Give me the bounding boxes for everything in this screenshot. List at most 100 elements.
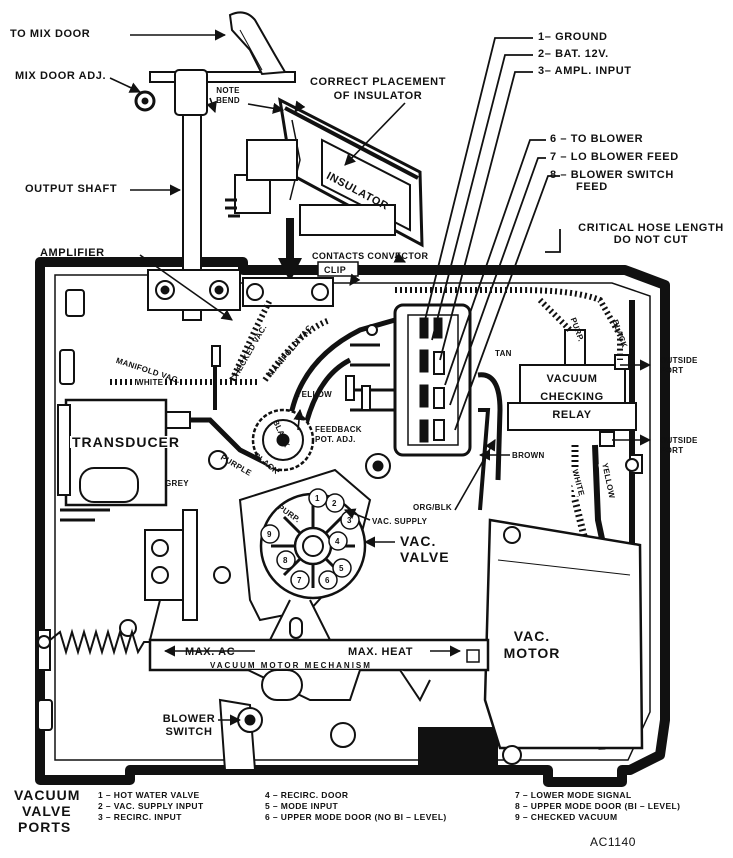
note-bend-line-2: BEND — [216, 96, 240, 105]
label-grey: GREY — [165, 479, 189, 488]
outside-port-1-line-2: PORT — [660, 366, 684, 375]
label-note-bend: NOTE BEND — [210, 86, 246, 106]
label-bat: 2– BAT. 12V. — [538, 48, 609, 60]
label-contacts-convector: CONTACTS CONVECTOR — [312, 251, 429, 261]
label-correct-placement: CORRECT PLACEMENT OF INSULATOR — [308, 75, 448, 103]
legend-item: 1 – HOT WATER VALVE — [98, 790, 200, 800]
label-blower-switch: BLOWER SWITCH — [160, 713, 218, 739]
label-to-mix-door: TO MIX DOOR — [10, 28, 91, 40]
outside-port-2-line-1: OUTSIDE — [660, 436, 698, 445]
feedback-pot-line-1: FEEDBACK — [315, 425, 362, 434]
label-max-heat: MAX. HEAT — [348, 646, 414, 658]
legend-column-2: 4 – RECIRC. DOOR 5 – MODE INPUT 6 – UPPE… — [265, 790, 447, 823]
connector-leaders — [424, 37, 561, 431]
label-output-shaft: OUTPUT SHAFT — [25, 183, 118, 195]
critical-hose-line-2: DO NOT CUT — [613, 234, 689, 246]
label-vacuum-valve-ports: VACUUM VALVE PORTS — [14, 787, 80, 835]
blower-switch-line-1: BLOWER — [162, 713, 216, 725]
insulator-assembly — [225, 97, 424, 248]
legend-item: 9 – CHECKED VACUUM — [515, 812, 618, 822]
blower-switch-feed-line-1: 8 – BLOWER SWITCH — [550, 169, 674, 181]
vacuum-motor-mechanism — [148, 599, 490, 748]
port-number-4: 4 — [335, 537, 340, 546]
label-to-blower: 6 – TO BLOWER — [550, 133, 644, 145]
port-number-8: 8 — [283, 556, 288, 565]
figure-code: AC1140 — [590, 835, 637, 849]
label-ground: 1– GROUND — [538, 31, 608, 43]
critical-hose-line-1: CRITICAL HOSE LENGTH — [578, 222, 724, 234]
label-max-ac: MAX. AC — [185, 646, 236, 658]
amplifier — [147, 269, 334, 311]
label-tan: TAN — [495, 349, 512, 358]
legend-item: 5 – MODE INPUT — [265, 801, 339, 811]
feedback-pot-line-2: POT. ADJ. — [315, 435, 356, 444]
vac-valve-line-1: VAC. — [400, 533, 437, 549]
label-vac-valve: VAC. VALVE — [400, 533, 450, 565]
relay-line-3: RELAY — [552, 409, 592, 421]
transducer — [57, 398, 168, 522]
legend-column-3: 7 – LOWER MODE SIGNAL 8 – UPPER MODE DOO… — [515, 790, 680, 823]
relay-line-2: CHECKING — [540, 391, 604, 403]
label-lo-blower: 7 – LO BLOWER FEED — [550, 151, 679, 163]
connector-block — [393, 303, 472, 457]
port-number-9: 9 — [267, 530, 272, 539]
label-vacuum-checking-relay: VACUUM CHECKING RELAY — [522, 370, 622, 424]
label-vacuum-motor-mechanism: VACUUM MOTOR MECHANISM — [210, 661, 372, 670]
mounting-bracket — [119, 509, 231, 637]
port-number-2: 2 — [332, 499, 337, 508]
port-number-5: 5 — [339, 564, 344, 573]
legend-item: 4 – RECIRC. DOOR — [265, 790, 349, 800]
label-white-1: WHITE — [136, 377, 164, 389]
vacuum-checking-relay — [507, 329, 637, 447]
port-number-1: 1 — [315, 494, 320, 503]
blower-switch-feed-line-2: FEED — [576, 181, 608, 193]
legend-column-1: 1 – HOT WATER VALVE 2 – VAC. SUPPLY INPU… — [98, 790, 204, 823]
legend-item: 6 – UPPER MODE DOOR (NO BI – LEVEL) — [265, 812, 447, 822]
output-shaft — [134, 11, 296, 321]
label-ampl-input: 3– AMPL. INPUT — [538, 65, 632, 77]
vac-motor — [483, 458, 644, 765]
vac-valve-line-2: VALVE — [400, 549, 450, 565]
vvp-line-1: VACUUM — [14, 787, 81, 803]
outside-port-2-line-2: PORT — [660, 446, 684, 455]
label-outside-port-2: OUTSIDE PORT — [660, 436, 698, 456]
correct-placement-line-1: CORRECT PLACEMENT — [309, 76, 447, 88]
spring — [37, 628, 150, 656]
label-brown: BROWN — [512, 451, 545, 460]
label-yellow: YELLOW — [296, 390, 333, 399]
legend-item: 8 – UPPER MODE DOOR (BI – LEVEL) — [515, 801, 681, 811]
label-feedback-pot: FEEDBACK POT. ADJ. — [315, 425, 362, 445]
vac-motor-line-1: VAC. — [513, 628, 551, 644]
label-amplifier: AMPLIFIER — [40, 247, 105, 259]
legend-item: 2 – VAC. SUPPLY INPUT — [98, 801, 204, 811]
label-blower-switch-feed: 8 – BLOWER SWITCH FEED — [550, 169, 674, 193]
legend-item: 3 – RECIRC. INPUT — [98, 812, 182, 822]
blower-switch — [218, 698, 263, 771]
label-mix-door-adj: MIX DOOR ADJ. — [15, 70, 107, 82]
placement-arrowhead — [278, 258, 302, 282]
note-bend-line-1: NOTE — [216, 86, 240, 95]
vac-motor-line-2: MOTOR — [503, 645, 561, 661]
feedback-pot — [208, 408, 391, 479]
port-number-6: 6 — [325, 576, 330, 585]
label-org-blk: ORG/BLK — [413, 503, 452, 512]
label-outside-port-1: OUTSIDE PORT — [660, 356, 698, 376]
port-number-3: 3 — [347, 516, 352, 525]
vvp-line-3: PORTS — [18, 819, 72, 835]
label-critical-hose: CRITICAL HOSE LENGTH DO NOT CUT — [575, 222, 727, 246]
port-number-7: 7 — [297, 576, 302, 585]
relay-line-1: VACUUM — [546, 373, 598, 385]
clip — [317, 261, 359, 277]
label-vac-motor: VAC. MOTOR — [502, 628, 562, 662]
vvp-line-2: VALVE — [22, 803, 72, 819]
correct-placement-line-2: OF INSULATOR — [333, 90, 423, 102]
label-arrows — [109, 29, 652, 726]
blower-switch-line-2: SWITCH — [165, 726, 213, 738]
label-transducer: TRANSDUCER — [70, 434, 182, 450]
outside-port-1-line-1: OUTSIDE — [660, 356, 698, 365]
label-vac-supply: VAC. SUPPLY — [372, 517, 428, 526]
legend-item: 7 – LOWER MODE SIGNAL — [515, 790, 632, 800]
label-clip: CLIP — [324, 265, 347, 275]
